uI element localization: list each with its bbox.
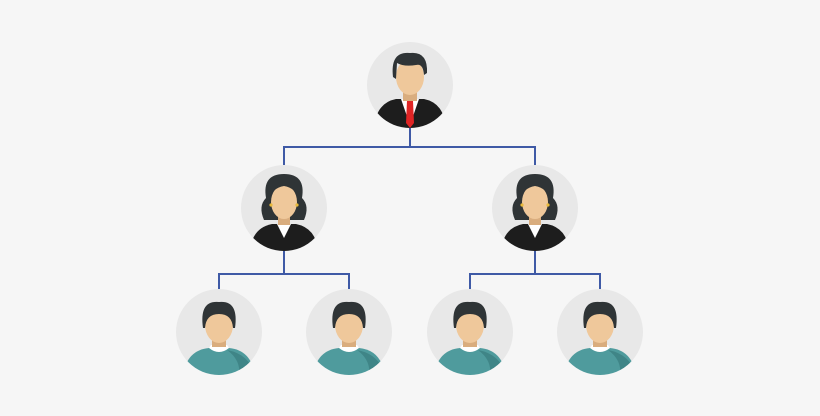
- connectors: [218, 128, 601, 289]
- node-staff: [557, 289, 643, 375]
- node-supervisor: [241, 165, 327, 251]
- node-supervisor: [492, 165, 578, 251]
- staff-person-icon: [313, 301, 385, 375]
- node-manager: [367, 42, 453, 128]
- nodes: [176, 42, 643, 375]
- earring-icon: [295, 203, 299, 207]
- tie-icon: [406, 101, 414, 128]
- earring-icon: [546, 203, 550, 207]
- staff-person-icon: [434, 301, 506, 375]
- supervisor-person-icon: [250, 174, 318, 251]
- node-staff: [306, 289, 392, 375]
- earring-icon: [520, 203, 524, 207]
- manager-person-icon: [374, 52, 446, 128]
- supervisor-person-icon: [501, 174, 569, 251]
- connector-line: [218, 273, 350, 289]
- connector-line: [283, 146, 536, 165]
- connector-line: [469, 273, 601, 289]
- node-staff: [427, 289, 513, 375]
- node-staff: [176, 289, 262, 375]
- earring-icon: [269, 203, 273, 207]
